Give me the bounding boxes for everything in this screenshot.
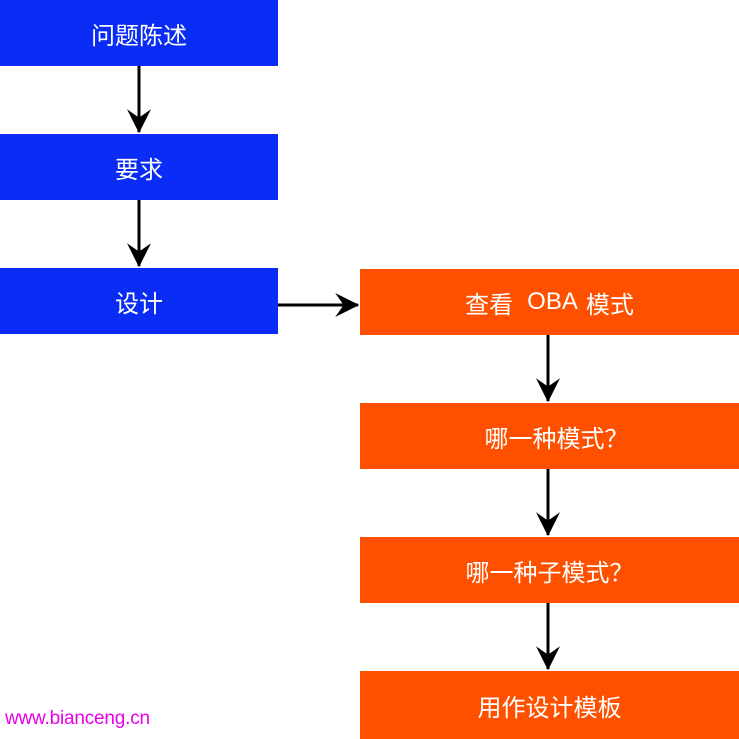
step-view-oba-patterns: 查看 OBA 模式	[360, 269, 739, 335]
step-which-pattern: 哪一种模式？	[360, 403, 739, 469]
step-label: 要求	[115, 155, 163, 184]
step-label-latin: OBA	[527, 288, 578, 315]
step-design: 设计	[0, 268, 278, 334]
step-requirements: 要求	[0, 134, 278, 200]
step-label: 用作设计模板	[477, 693, 622, 722]
step-use-as-design-template: 用作设计模板	[360, 671, 739, 739]
step-label-suffix: 模式	[585, 290, 634, 319]
watermark: www.bianceng.cn	[5, 708, 150, 729]
step-label: 哪一种子模式？	[465, 558, 634, 587]
step-label: 问题陈述	[91, 21, 187, 50]
step-problem-statement: 问题陈述	[0, 0, 278, 66]
step-label: 哪一种模式？	[484, 424, 629, 453]
step-which-subpattern: 哪一种子模式？	[360, 537, 739, 603]
step-label-prefix: 查看	[465, 290, 514, 319]
step-label: 设计	[115, 289, 163, 318]
